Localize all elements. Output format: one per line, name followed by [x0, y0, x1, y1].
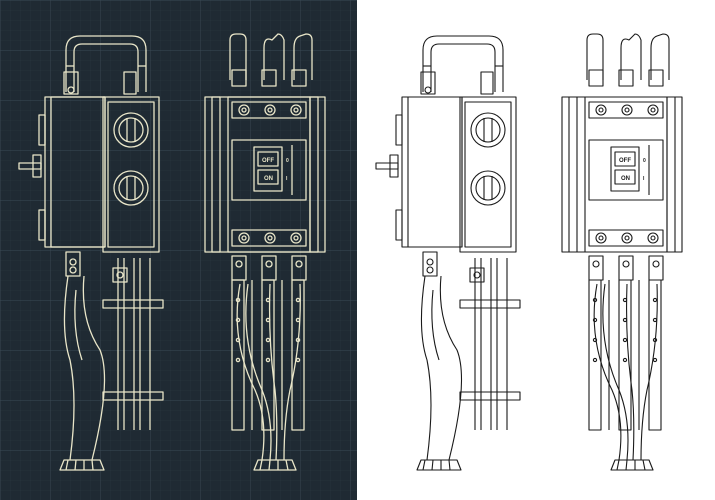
breaker-on-label: ON	[621, 176, 630, 182]
light-drawing-panel: OFF ON 0 I	[357, 0, 715, 500]
breaker-on-label: ON	[264, 176, 273, 182]
breaker-mark-off: 0	[643, 158, 646, 164]
dark-blueprint-panel: OFF ON 0 I	[0, 0, 357, 500]
breaker-mark-on: I	[643, 176, 645, 182]
breaker-mark-on: I	[286, 176, 288, 182]
breaker-off-label: OFF	[619, 158, 631, 164]
breaker-labels-dark: OFF ON 0 I	[262, 158, 289, 182]
breaker-labels-light: OFF ON 0 I	[619, 158, 646, 182]
breaker-off-label: OFF	[262, 158, 274, 164]
breaker-mark-off: 0	[286, 158, 289, 164]
